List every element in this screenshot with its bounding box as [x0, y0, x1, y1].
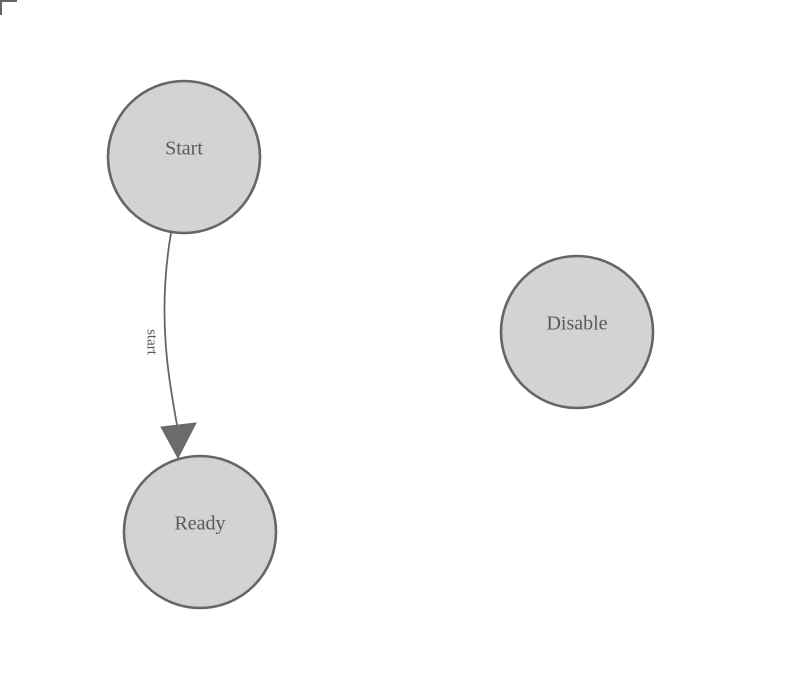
edge-start-to-ready-path [163, 232, 179, 431]
edge-label-start: start [144, 329, 160, 356]
node-start-label: Start [165, 138, 203, 160]
node-disable-circle[interactable] [499, 254, 655, 410]
node-disable-label: Disable [546, 313, 607, 335]
node-ready-label: Ready [174, 513, 225, 535]
node-disable[interactable]: Disable [499, 254, 655, 410]
top-left-corner-bracket-icon [0, 0, 17, 15]
node-ready-circle[interactable] [122, 454, 278, 610]
node-start-circle[interactable] [106, 79, 262, 235]
node-ready[interactable]: Ready [122, 454, 278, 610]
edge-start-to-ready-arrowhead-icon [160, 422, 197, 460]
node-start[interactable]: Start [106, 79, 262, 235]
edge-start-to-ready[interactable]: start [144, 232, 197, 460]
